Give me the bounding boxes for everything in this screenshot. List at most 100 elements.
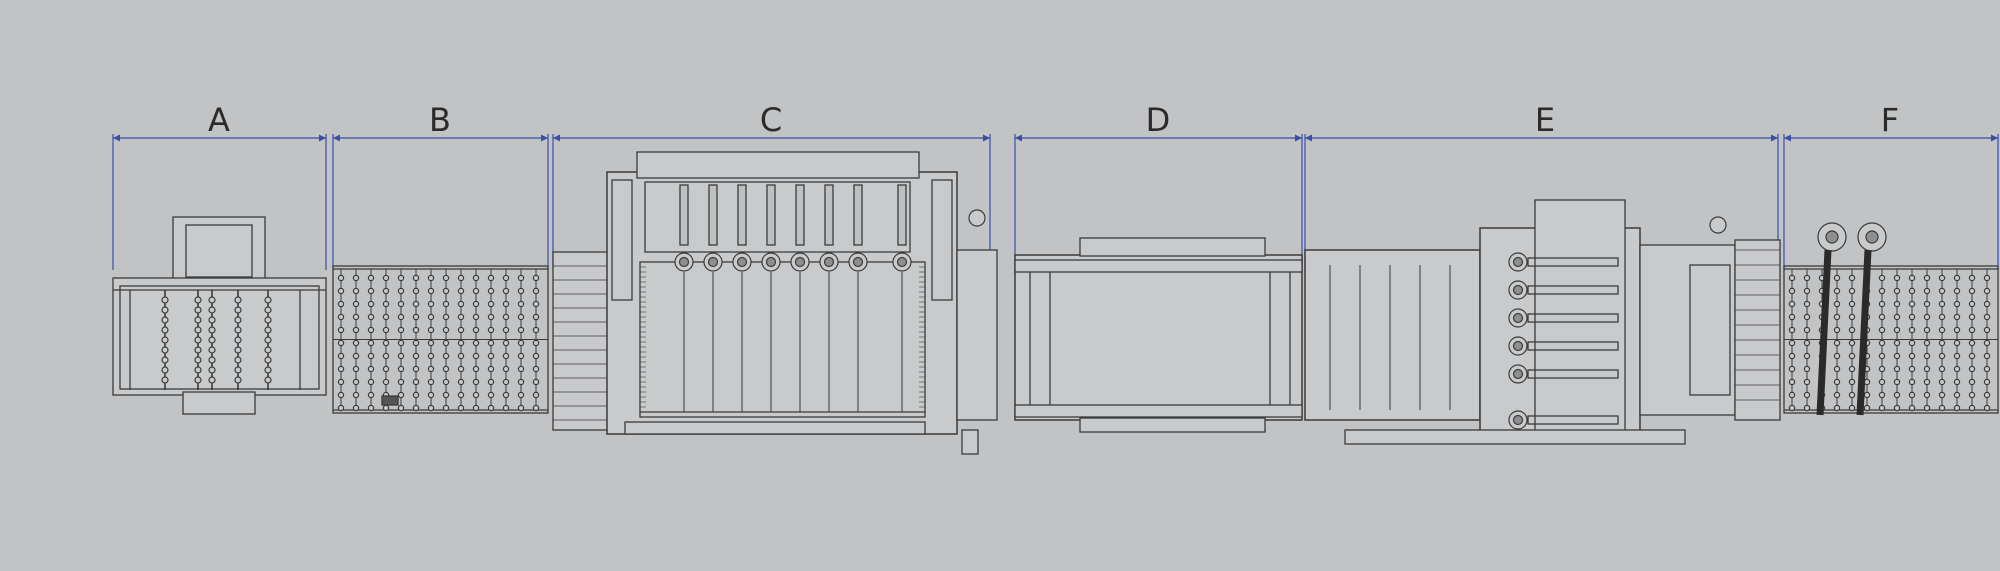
forming-top-housing — [644, 181, 911, 253]
conveyor-roller — [472, 339, 480, 347]
conveyor-roller — [1878, 339, 1886, 347]
conveyor-roller — [1893, 365, 1901, 373]
conveyor-roller — [1968, 365, 1976, 373]
conveyor-roller — [472, 365, 480, 373]
conveyor-roller — [457, 339, 465, 347]
stacker-wheel-hub-right — [1865, 230, 1879, 244]
conveyor-roller — [1833, 326, 1841, 334]
conveyor-roller — [397, 339, 405, 347]
conveyor-roller — [1803, 404, 1811, 412]
conveyor-roller — [1848, 287, 1856, 295]
section-a-loader — [112, 216, 327, 415]
loader-roller — [194, 366, 202, 374]
conveyor-roller — [1938, 378, 1946, 386]
forming-head-rod-4 — [795, 184, 805, 246]
conveyor-roller — [487, 313, 495, 321]
conveyor-roller — [532, 274, 540, 282]
conveyor-roller — [382, 274, 390, 282]
cutting-outfeed-inner — [1689, 264, 1731, 396]
conveyor-roller — [1953, 365, 1961, 373]
forming-head-core-2 — [736, 256, 748, 268]
conveyor-roller — [1848, 326, 1856, 334]
conveyor-roller — [337, 274, 345, 282]
conveyor-roller — [472, 313, 480, 321]
conveyor-roller — [532, 313, 540, 321]
conveyor-roller — [1878, 365, 1886, 373]
stacker-arm-right — [1856, 249, 1872, 416]
conveyor-roller — [1923, 313, 1931, 321]
conveyor-roller — [1788, 391, 1796, 399]
conveyor-roller — [1938, 326, 1946, 334]
machine-outline — [112, 151, 1999, 455]
conveyor-roller — [487, 365, 495, 373]
dimension-b — [332, 134, 549, 270]
conveyor-roller — [1923, 352, 1931, 360]
loader-roller — [234, 356, 242, 364]
conveyor-roller — [1923, 339, 1931, 347]
conveyor-roller — [1923, 404, 1931, 412]
conveyor-roller — [502, 339, 510, 347]
dimension-c — [552, 134, 991, 270]
loader-roller — [234, 306, 242, 314]
conveyor-roller — [412, 326, 420, 334]
loader-roller — [194, 326, 202, 334]
conveyor-roller — [517, 404, 525, 412]
conveyor-roller — [472, 391, 480, 399]
conveyor-roller — [397, 352, 405, 360]
conveyor-roller — [397, 274, 405, 282]
conveyor-roller — [1833, 352, 1841, 360]
conveyor-roller — [442, 391, 450, 399]
conveyor-roller — [367, 274, 375, 282]
control-cylinder-c — [968, 209, 986, 227]
conveyor-roller — [532, 287, 540, 295]
conveyor-roller — [1788, 287, 1796, 295]
conveyor-roller — [532, 378, 540, 386]
arrow-b-left — [333, 134, 340, 142]
conveyor-roller — [1953, 404, 1961, 412]
conveyor-roller — [1848, 378, 1856, 386]
conveyor-roller — [367, 326, 375, 334]
conveyor-roller — [1893, 300, 1901, 308]
conveyor-roller — [367, 313, 375, 321]
conveyor-roller — [532, 391, 540, 399]
conveyor-roller — [457, 391, 465, 399]
conveyor-roller — [517, 378, 525, 386]
conveyor-roller — [517, 339, 525, 347]
loader-roller — [208, 326, 216, 334]
conveyor-roller — [1833, 391, 1841, 399]
conveyor-roller — [457, 365, 465, 373]
conveyor-roller — [397, 300, 405, 308]
conveyor-roller — [397, 378, 405, 386]
loader-roller — [264, 296, 272, 304]
conveyor-roller — [382, 365, 390, 373]
conveyor-roller — [412, 300, 420, 308]
arrow-d-right — [1295, 134, 1302, 142]
leg-c — [961, 429, 979, 455]
conveyor-roller — [427, 391, 435, 399]
conveyor-roller — [1848, 300, 1856, 308]
cutting-head-core-4 — [1512, 368, 1524, 380]
cutting-head-core-3 — [1512, 340, 1524, 352]
stacker-wheel-hub-left — [1825, 230, 1839, 244]
forming-head-core-1 — [707, 256, 719, 268]
conveyor-roller — [1878, 404, 1886, 412]
conveyor-roller — [427, 365, 435, 373]
conveyor-roller — [442, 287, 450, 295]
conveyor-roller — [1848, 339, 1856, 347]
cutting-arm-1 — [1527, 285, 1619, 295]
conveyor-roller — [337, 391, 345, 399]
dimension-f — [1783, 134, 1999, 270]
conveyor-roller — [397, 365, 405, 373]
conveyor-roller — [1803, 365, 1811, 373]
conveyor-roller — [517, 274, 525, 282]
conveyor-roller — [427, 404, 435, 412]
conveyor-roller — [502, 326, 510, 334]
conveyor-roller — [1938, 404, 1946, 412]
conveyor-roller — [1803, 391, 1811, 399]
conveyor-roller — [1983, 391, 1991, 399]
conveyor-roller — [337, 365, 345, 373]
loader-roller — [264, 306, 272, 314]
conveyor-roller — [1953, 352, 1961, 360]
